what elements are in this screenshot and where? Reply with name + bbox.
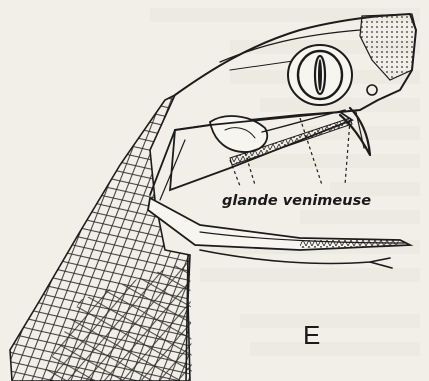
panel-letter: E xyxy=(303,320,320,350)
pit-organ xyxy=(367,85,377,95)
gland-label: glande venimeuse xyxy=(222,193,371,209)
eye xyxy=(288,45,352,105)
